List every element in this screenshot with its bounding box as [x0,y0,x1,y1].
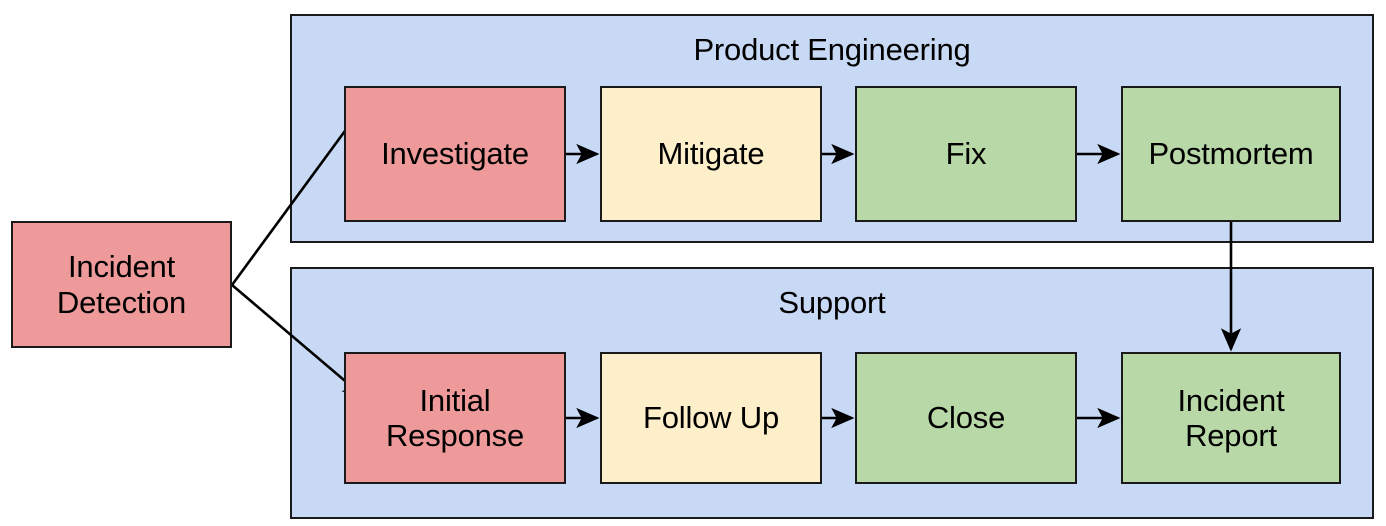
node-close[interactable]: Close [855,352,1077,484]
swimlane-title-product-engineering: Product Engineering [693,32,971,67]
swimlane-title-support: Support [778,285,886,320]
node-incident-report[interactable]: Incident Report [1121,352,1341,484]
node-follow-up[interactable]: Follow Up [600,352,822,484]
node-investigate[interactable]: Investigate [344,86,566,222]
node-postmortem[interactable]: Postmortem [1121,86,1341,222]
node-mitigate[interactable]: Mitigate [600,86,822,222]
node-initial-response[interactable]: Initial Response [344,352,566,484]
node-incident-detection[interactable]: Incident Detection [11,221,232,348]
node-fix[interactable]: Fix [855,86,1077,222]
